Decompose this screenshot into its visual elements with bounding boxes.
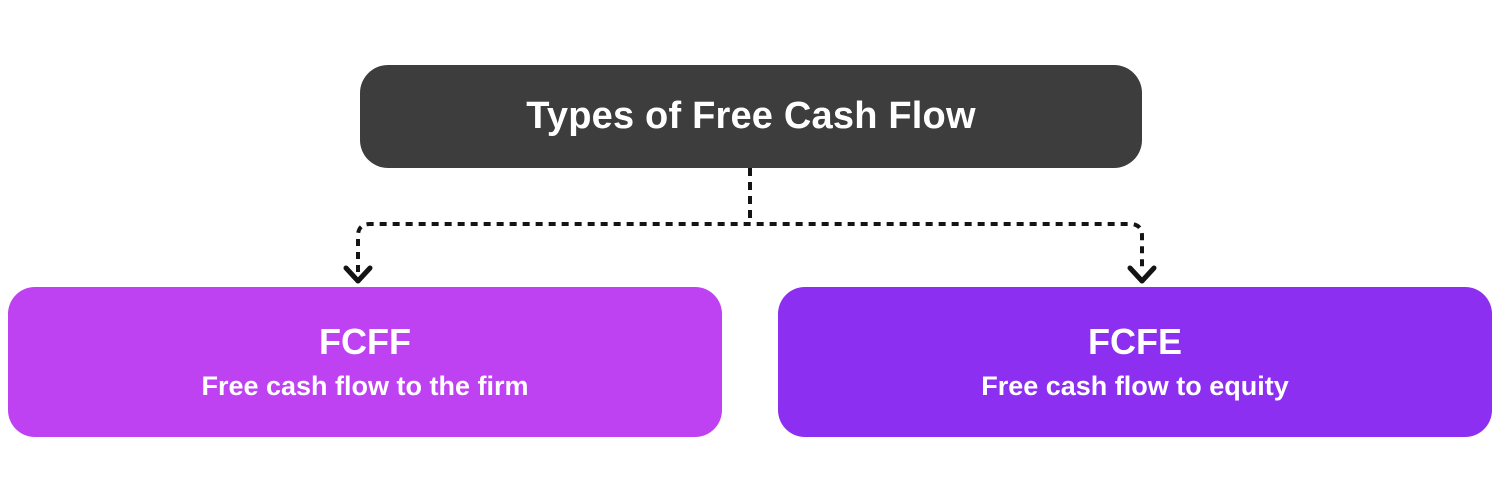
node-fcff: FCFF Free cash flow to the firm: [8, 287, 722, 437]
arrowhead-right-icon: [1127, 265, 1157, 284]
arrowhead-left-icon: [343, 265, 373, 284]
root-node-types-of-free-cash-flow: Types of Free Cash Flow: [360, 65, 1142, 168]
node-fcff-title: FCFF: [319, 321, 411, 362]
node-fcfe: FCFE Free cash flow to equity: [778, 287, 1492, 437]
node-fcfe-subtitle: Free cash flow to equity: [981, 371, 1289, 401]
root-node-title: Types of Free Cash Flow: [526, 95, 976, 137]
node-fcff-subtitle: Free cash flow to the firm: [201, 371, 529, 401]
node-fcfe-title: FCFE: [1088, 321, 1182, 362]
connector-branch: [356, 222, 1144, 272]
